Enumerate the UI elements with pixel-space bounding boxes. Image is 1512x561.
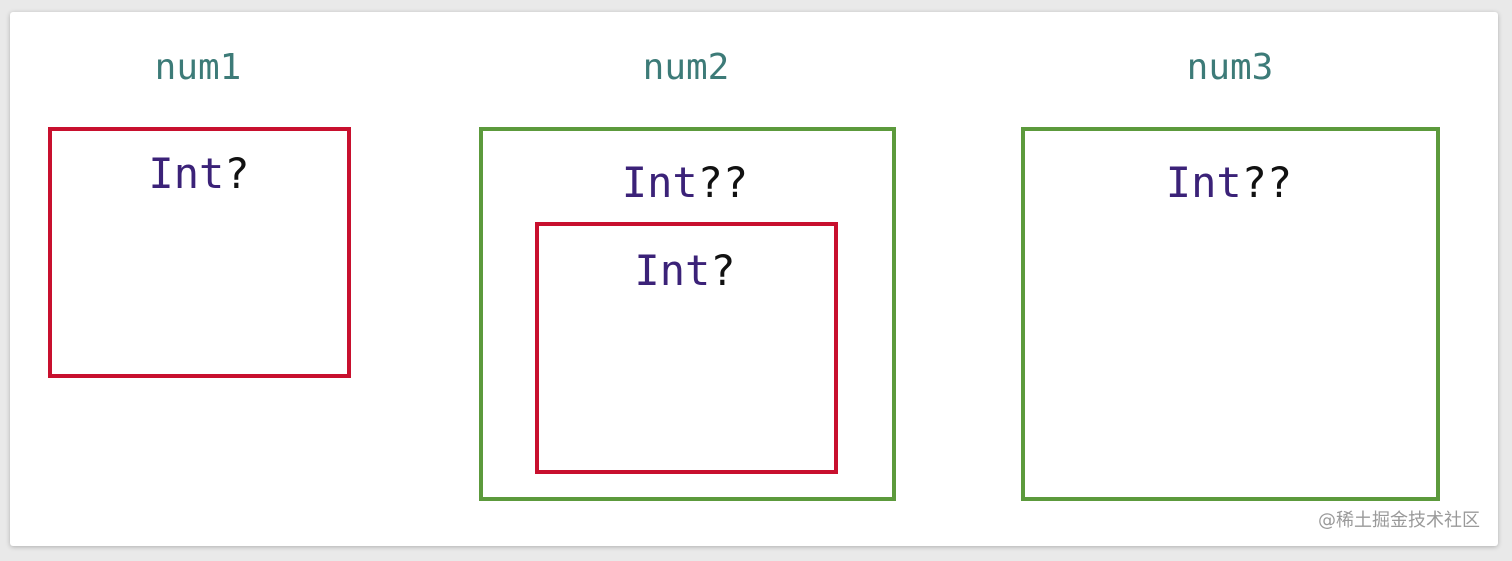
num2-double-optional-box (479, 127, 896, 501)
watermark: @稀土掘金技术社区 (1318, 510, 1480, 531)
num3-type-suffix: ?? (1241, 158, 1293, 207)
num3-type-label: Int?? (1166, 162, 1292, 204)
num2-outer-type-label: Int?? (622, 162, 748, 204)
num1-type-label: Int? (148, 153, 249, 195)
num1-optional-box (48, 127, 351, 378)
num1-label: num1 (154, 47, 242, 88)
num1-type-suffix: ? (224, 149, 250, 198)
num3-double-optional-box (1021, 127, 1440, 501)
num2-outer-type-name: Int (621, 158, 698, 207)
num2-inner-type-name: Int (634, 246, 711, 295)
num3-label: num3 (1186, 47, 1274, 88)
num2-inner-optional-box (535, 222, 838, 474)
num1-type-name: Int (148, 149, 225, 198)
num2-outer-type-suffix: ?? (697, 158, 749, 207)
num2-inner-type-label: Int? (634, 250, 735, 292)
num2-label: num2 (642, 47, 730, 88)
diagram-canvas: num1 Int? num2 Int?? Int? num3 Int?? @稀土… (10, 12, 1498, 546)
num2-inner-type-suffix: ? (710, 246, 736, 295)
num3-type-name: Int (1165, 158, 1242, 207)
